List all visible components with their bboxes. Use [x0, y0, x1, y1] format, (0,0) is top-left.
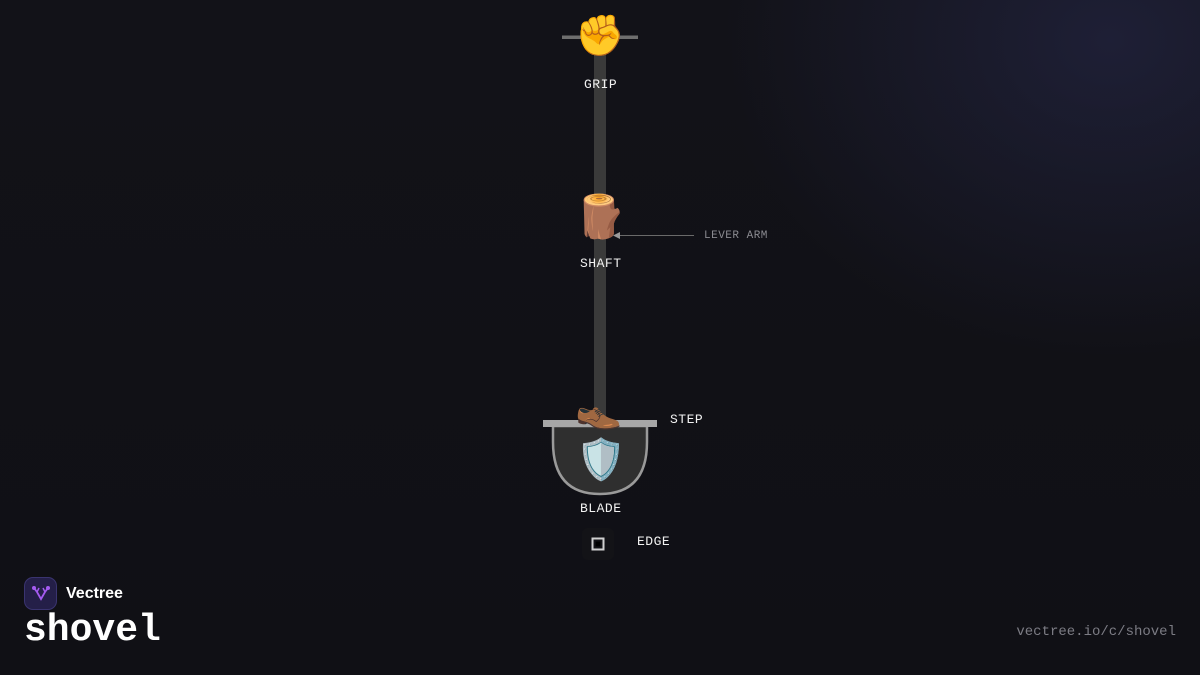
edge-label: EDGE: [637, 534, 671, 549]
grip-crossbar: [562, 35, 638, 39]
edge-marker: [591, 537, 605, 551]
grip-label: GRIP: [584, 77, 618, 92]
step-label: STEP: [670, 412, 704, 427]
edge-marker-inner: [595, 541, 601, 547]
shaft: [594, 40, 606, 423]
vectree-logo-icon: [24, 577, 57, 610]
lever-arm-arrowhead: [613, 232, 620, 239]
lever-arm-annotation: LEVER ARM: [704, 230, 768, 242]
source-url[interactable]: vectree.io/c/shovel: [1016, 624, 1176, 640]
step-plate: [543, 420, 657, 427]
shoe-icon: 👞: [575, 387, 623, 431]
fist-icon: ✊: [575, 13, 625, 59]
blade-shape: [551, 424, 649, 496]
shaft-label: SHAFT: [580, 256, 622, 271]
blade-label: BLADE: [580, 501, 622, 516]
wood-log-icon: 🪵: [574, 192, 627, 241]
shield-icon: 🛡️: [576, 437, 626, 483]
page-title: shovel: [24, 609, 161, 652]
brand-name: Vectree: [66, 584, 123, 602]
brand: Vectree: [24, 577, 123, 610]
